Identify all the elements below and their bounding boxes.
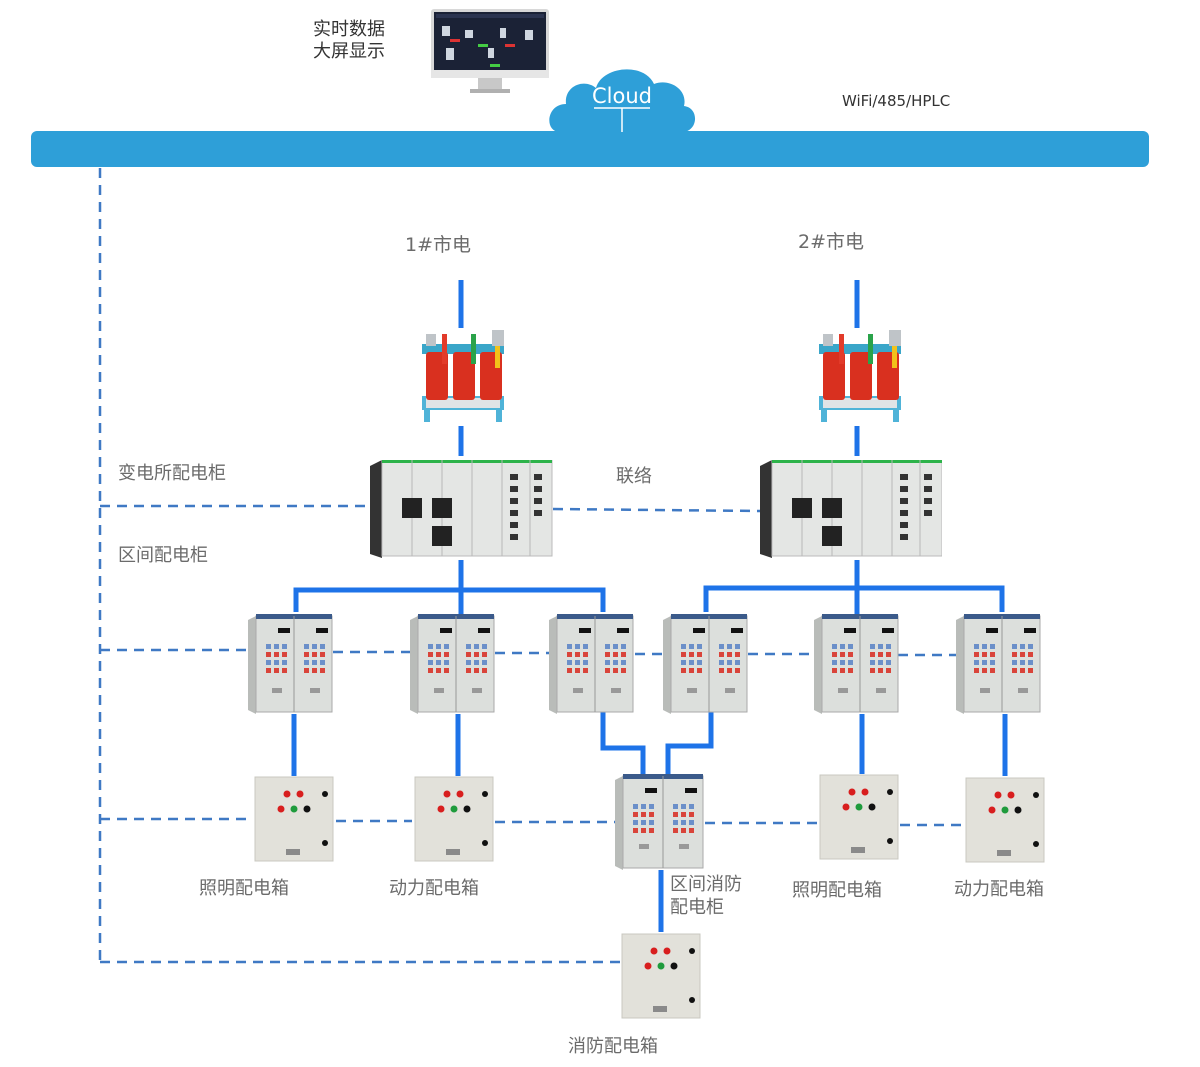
transformer-1-icon xyxy=(422,330,504,422)
substation-cabinet-label: 变电所配电柜 xyxy=(118,463,226,484)
power-feed-fire-a xyxy=(600,700,646,778)
monitor-icon xyxy=(431,9,549,93)
fire-box-label: 消防配电箱 xyxy=(568,1036,658,1057)
section-cabinet-6-icon xyxy=(956,614,1041,714)
lighting-box-right-label: 照明配电箱 xyxy=(792,880,882,901)
power-branch-1 xyxy=(293,587,606,612)
section-cabinet-3-icon xyxy=(549,614,634,714)
substation-cabinet-2-icon xyxy=(760,460,942,558)
section-cabinet-label: 区间配电柜 xyxy=(118,545,208,566)
cloud-label: Cloud xyxy=(592,84,652,108)
display-label-line1: 实时数据 xyxy=(313,19,385,40)
section-cabinet-4-icon xyxy=(663,614,748,714)
power-feed-fire-b xyxy=(665,700,714,778)
section-cabinet-2-icon xyxy=(410,614,495,714)
fire-box-icon xyxy=(621,933,701,1019)
power-box-left-icon xyxy=(414,776,494,862)
fire-cabinet-label-line1: 区间消防 xyxy=(670,874,742,895)
display-label-line2: 大屏显示 xyxy=(313,41,385,62)
fire-section-cabinet-icon xyxy=(615,774,704,870)
lighting-box-left-icon xyxy=(254,776,334,862)
power-branch-2 xyxy=(703,585,1005,612)
substation-cabinet-1-icon xyxy=(370,460,553,558)
section-cabinet-1-icon xyxy=(248,614,333,714)
comm-line-tie xyxy=(552,507,761,513)
tie-label: 联络 xyxy=(616,466,652,487)
power-box-left-label: 动力配电箱 xyxy=(389,878,479,899)
section-cabinet-5-icon xyxy=(814,614,899,714)
lighting-box-left-label: 照明配电箱 xyxy=(199,878,289,899)
power-box-right-icon xyxy=(965,777,1045,863)
source-2-label: 2#市电 xyxy=(798,231,865,253)
transformer-2-icon xyxy=(819,330,901,422)
power-box-right-label: 动力配电箱 xyxy=(954,879,1044,900)
communication-bus xyxy=(31,131,1149,167)
cloud-icon xyxy=(549,69,696,132)
network-protocol-label: WiFi/485/HPLC xyxy=(842,92,951,110)
source-1-label: 1#市电 xyxy=(405,234,472,256)
fire-cabinet-label-line2: 配电柜 xyxy=(670,897,724,918)
lighting-box-right-icon xyxy=(819,774,899,860)
